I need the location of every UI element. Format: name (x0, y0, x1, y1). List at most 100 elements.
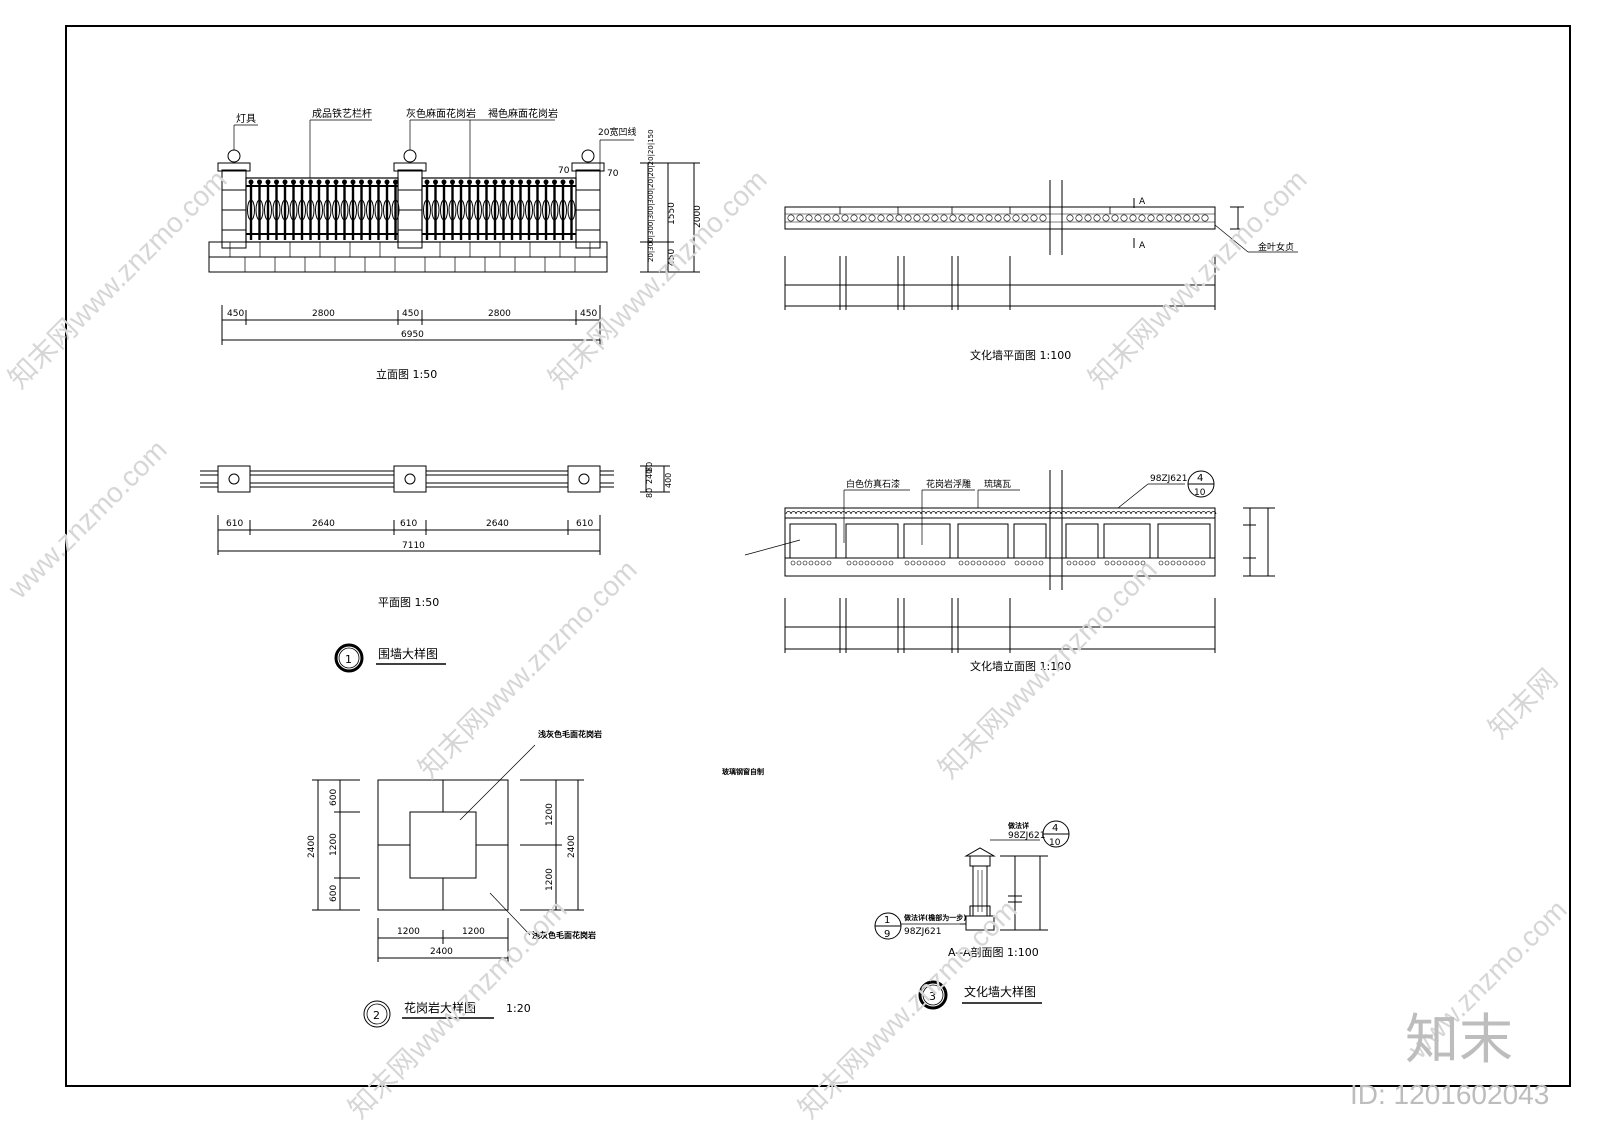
aa-section-title: A--A剖面图 1:100 (948, 945, 1039, 959)
height-dim-2000: 2000 (693, 205, 703, 228)
granite-bottom-total: 2400 (430, 947, 453, 957)
watermark-url-4: www.znzmo.com (2, 434, 173, 605)
aa-ref-top-den: 10 (1049, 838, 1061, 848)
elev-total-dim: 6950 (401, 330, 424, 340)
detail-mark-1-number: 1 (345, 653, 352, 666)
plan-dim-5: 610 (576, 519, 593, 529)
watermark-url-1: www.znzmo.com (62, 164, 233, 335)
watermark-url-5: www.znzmo.com (472, 554, 643, 725)
granite-detail-labels: 浅灰色毛面花岗岩 浅灰色毛面花岗岩 600 1200 600 2400 1200… (307, 729, 602, 957)
elevation-title: 立面图 1:50 (376, 367, 437, 381)
culture-wall-plan-title: 文化墙平面图 1:100 (970, 348, 1071, 362)
relief-callout: 花岗岩浮雕 (926, 478, 971, 490)
aa-ref-bottom-den: 9 (884, 929, 890, 940)
culture-wall-detail-title: 文化墙大样图 (964, 984, 1036, 999)
granite-right-total: 2400 (567, 835, 577, 858)
ref-denominator: 10 (1194, 488, 1206, 498)
watermark-brand-9: 知末网 (1482, 663, 1563, 744)
watermark-brand-5: 知末网 (412, 703, 493, 784)
watermark-url-7: www.znzmo.com (402, 894, 573, 1065)
lamp-callout: 灯具 (236, 113, 256, 125)
wall-detail-title: 围墙大样图 (378, 646, 438, 661)
wall-elevation-labels: 灯具 成品铁艺栏杆 灰色麻面花岗岩 褐色麻面花岗岩 20宽凹线 70 70 45… (227, 107, 703, 381)
plan-side-dim-1: 80 (645, 462, 654, 472)
grey-granite-callout: 灰色麻面花岗岩 (406, 107, 476, 120)
watermark-id: ID: 1201602043 (1350, 1079, 1549, 1110)
elev-dim-1: 450 (227, 309, 244, 319)
elev-dim-3: 450 (402, 309, 419, 319)
granite-right-dim-2: 1200 (545, 868, 555, 891)
aa-bottom-label: 做法详(檐部为一步) (903, 913, 966, 922)
section-mark-bottom: A (1139, 241, 1146, 251)
plan-title: 平面图 1:50 (378, 596, 439, 609)
granite-bottom-dim-2: 1200 (462, 927, 485, 937)
wall-plan (200, 465, 670, 555)
culture-wall-elevation-labels: 白色仿真石漆 花岗岩浮雕 琉璃瓦 98ZJ621 4 10 文化墙立面图 1:1… (846, 473, 1206, 673)
aa-ref-top-num: 4 (1052, 823, 1058, 834)
culture-wall-elevation (744, 470, 1275, 653)
aa-top-label: 做法详 (1007, 821, 1029, 830)
granite-bottom-dim-1: 1200 (397, 927, 420, 937)
watermark-brand-1: 知末网 (2, 313, 83, 394)
watermark-brand-8: 知末网 (792, 1043, 873, 1124)
tile-callout: 琉璃瓦 (984, 478, 1011, 490)
wall-elevation (208, 119, 700, 345)
offset-dim-2: 70 (607, 169, 619, 179)
aa-top-ref: 98ZJ621 (1008, 831, 1045, 841)
detail-mark-2: 2 花岗岩大样图 1:20 (363, 1000, 531, 1028)
culture-wall-elevation-title: 文化墙立面图 1:100 (970, 659, 1071, 673)
elev-dim-2: 2800 (312, 309, 335, 319)
granite-label-bottom: 浅灰色毛面花岗岩 (532, 930, 596, 940)
plan-total-dim: 7110 (402, 541, 425, 551)
aa-section (874, 820, 1070, 940)
detail-mark-3: 3 文化墙大样图 (918, 980, 1042, 1010)
granite-left-dim-3: 600 (329, 885, 339, 902)
ref-numerator: 4 (1197, 473, 1203, 484)
aa-bottom-ref: 98ZJ621 (904, 927, 941, 937)
granite-detail (312, 744, 584, 962)
elev-dim-5: 450 (580, 309, 597, 319)
section-mark-top: A (1139, 197, 1146, 207)
plan-dim-2: 2640 (312, 519, 335, 529)
granite-left-total: 2400 (307, 835, 317, 858)
height-dim-450: 450 (667, 249, 677, 266)
brown-granite-callout: 褐色麻面花岗岩 (488, 107, 558, 120)
elev-dim-4: 2800 (488, 309, 511, 319)
aa-section-labels: 做法详 98ZJ621 4 10 做法详(檐部为一步) 98ZJ621 1 9 … (884, 821, 1061, 959)
aa-ref-bottom-num: 1 (884, 915, 890, 926)
paint-callout: 白色仿真石漆 (846, 478, 900, 490)
plan-side-dim-3: 80 (645, 488, 654, 498)
plan-side-dim-4: 400 (664, 473, 673, 488)
granite-right-dim-1: 1200 (545, 803, 555, 826)
watermark-brand-2: 知末网 (542, 313, 623, 394)
watermark-url-6: www.znzmo.com (992, 554, 1163, 725)
watermark-brand-6: 知末网 (932, 703, 1013, 784)
watermark-brand-7: 知末网 (342, 1043, 423, 1124)
watermark: www.znzmo.com 知末网 www.znzmo.com 知末网 www.… (2, 164, 1573, 1124)
plan-dim-4: 2640 (486, 519, 509, 529)
section-note: 玻璃钢窗自制 (722, 767, 764, 776)
plan-dim-1: 610 (226, 519, 243, 529)
detail-mark-3-number: 3 (929, 990, 936, 1003)
watermark-logo: 知末 (1405, 1010, 1513, 1070)
wall-plan-labels: 610 2640 610 2640 610 7110 80 240 80 400… (226, 462, 673, 609)
watermark-brand-3: 知末网 (1082, 313, 1163, 394)
sheet-border (65, 25, 1571, 1087)
culture-wall-plan-labels: A A 金叶女贞 文化墙平面图 1:100 (970, 197, 1294, 362)
height-dim-1550: 1550 (667, 202, 677, 225)
granite-label-top: 浅灰色毛面花岗岩 (538, 729, 602, 739)
watermark-url-2: www.znzmo.com (602, 164, 773, 335)
height-stack-dims: 20|300|300|300|300|20|20|20|20|150 (647, 129, 655, 262)
offset-dim-1: 70 (558, 166, 570, 176)
ref-callout: 98ZJ621 (1150, 474, 1187, 484)
granite-detail-scale: 1:20 (506, 1002, 531, 1015)
granite-left-dim-1: 600 (329, 789, 339, 806)
plant-label: 金叶女贞 (1258, 241, 1294, 253)
plan-dim-3: 610 (400, 519, 417, 529)
granite-left-dim-2: 1200 (329, 833, 339, 856)
granite-detail-title: 花岗岩大样图 (404, 1000, 476, 1015)
groove-callout: 20宽凹线 (598, 126, 636, 138)
detail-mark-2-number: 2 (373, 1009, 380, 1022)
plan-side-dim-2: 240 (645, 469, 654, 484)
